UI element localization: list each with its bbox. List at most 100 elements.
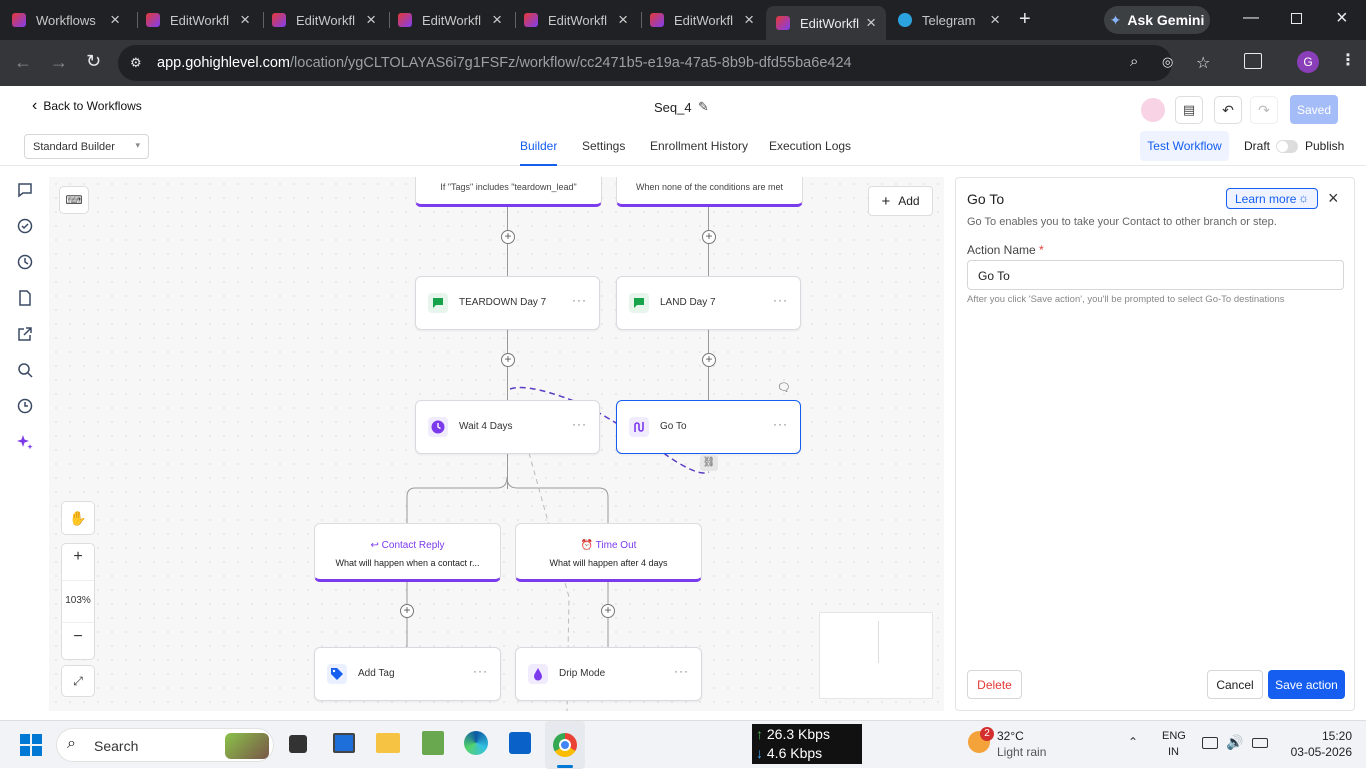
zoom-out-icon[interactable]: − <box>73 628 83 645</box>
task-view-icon[interactable] <box>289 735 307 753</box>
close-tab-icon[interactable]: × <box>240 10 250 29</box>
network-icon[interactable] <box>1202 737 1218 749</box>
external-link-icon[interactable] <box>17 326 33 342</box>
comment-icon[interactable] <box>17 182 33 198</box>
tab-enrollment-history[interactable]: Enrollment History <box>650 139 749 153</box>
add-step-button[interactable]: + <box>601 604 615 618</box>
browser-tab[interactable]: EditWorkfl × <box>272 6 386 34</box>
close-window-icon[interactable]: × <box>1336 7 1348 29</box>
publish-toggle[interactable] <box>1276 140 1298 153</box>
tab-builder[interactable]: Builder <box>520 139 558 166</box>
new-tab-button[interactable]: + <box>1019 8 1031 30</box>
action-name-input[interactable]: Go To <box>967 260 1344 290</box>
close-tab-icon[interactable]: × <box>110 10 120 29</box>
tab-execution-logs[interactable]: Execution Logs <box>769 139 852 153</box>
add-step-button[interactable]: + <box>400 604 414 618</box>
node-goto[interactable]: Go To ··· <box>616 400 801 454</box>
comment-icon[interactable]: 🗨 <box>777 382 791 394</box>
add-step-button[interactable]: + <box>501 353 515 367</box>
zoom-icon[interactable]: ⌕ <box>1130 53 1139 70</box>
notes-app-icon[interactable] <box>422 731 444 755</box>
address-bar[interactable]: ⚙ app.gohighlevel.com/location/ygCLTOLAY… <box>118 45 1210 81</box>
profile-avatar[interactable]: G <box>1297 51 1319 73</box>
history-icon[interactable] <box>17 254 33 270</box>
cancel-button[interactable]: Cancel <box>1207 670 1263 699</box>
browser-tab[interactable]: Telegram × <box>898 6 1010 34</box>
changelog-icon[interactable]: ▤ <box>1175 96 1203 124</box>
node-menu-icon[interactable]: ··· <box>773 417 788 431</box>
node-menu-icon[interactable]: ··· <box>674 664 689 678</box>
delete-button[interactable]: Delete <box>967 670 1022 699</box>
battery-icon[interactable] <box>1252 738 1268 748</box>
pan-hand-icon[interactable]: ✋ <box>61 501 95 535</box>
clock-date[interactable]: 03-05-2026 <box>1290 745 1352 759</box>
node-menu-icon[interactable]: ··· <box>473 664 488 678</box>
ai-sparkle-icon[interactable] <box>17 434 33 450</box>
back-arrow-icon[interactable]: ← <box>14 52 32 72</box>
edge-icon[interactable] <box>464 731 488 755</box>
eye-off-icon[interactable]: ◎ <box>1162 54 1174 69</box>
language-code[interactable]: ENG <box>1162 730 1186 742</box>
check-circle-icon[interactable] <box>17 218 33 234</box>
test-workflow-button[interactable]: Test Workflow <box>1140 131 1229 161</box>
avatar[interactable] <box>1141 98 1165 122</box>
node-wait[interactable]: Wait 4 Days ··· <box>415 400 600 454</box>
ask-gemini-button[interactable]: ✦ Ask Gemini <box>1104 6 1210 34</box>
link-break-icon[interactable]: ⛓ <box>700 455 718 471</box>
browser-tab[interactable]: Workflows × <box>12 6 130 34</box>
node-menu-icon[interactable]: ··· <box>572 293 587 307</box>
close-tab-icon[interactable]: × <box>366 10 376 29</box>
document-icon[interactable] <box>17 290 33 306</box>
undo-icon[interactable]: ↶ <box>1214 96 1242 124</box>
condition-card[interactable]: If "Tags" includes "teardown_lead" <box>415 177 602 207</box>
close-icon[interactable]: × <box>1328 188 1339 208</box>
keyboard-icon[interactable]: ⌨ <box>59 186 89 214</box>
zoom-in-icon[interactable]: + <box>73 548 83 565</box>
side-panel-icon[interactable] <box>1244 53 1262 69</box>
add-step-button[interactable]: + <box>702 230 716 244</box>
node-menu-icon[interactable]: ··· <box>572 417 587 431</box>
browser-tab[interactable]: EditWorkfl × <box>146 6 260 34</box>
back-to-workflows-link[interactable]: ‹ Back to Workflows <box>32 97 142 114</box>
close-tab-icon[interactable]: × <box>866 13 876 32</box>
browser-tab[interactable]: EditWorkfl × <box>650 6 764 34</box>
windows-start-icon[interactable] <box>20 734 42 756</box>
browser-tab[interactable]: EditWorkfl × <box>398 6 512 34</box>
file-explorer-icon[interactable] <box>376 733 400 753</box>
redo-icon[interactable]: ↷ <box>1250 96 1278 124</box>
clock-icon[interactable] <box>17 398 33 414</box>
close-tab-icon[interactable]: × <box>618 10 628 29</box>
site-settings-icon[interactable]: ⚙ <box>130 55 142 70</box>
node-drip-mode[interactable]: Drip Mode ··· <box>515 647 702 701</box>
add-step-button[interactable]: + <box>501 230 515 244</box>
workflow-title[interactable]: Seq_4 <box>654 100 692 115</box>
edit-pencil-icon[interactable]: ✎ <box>698 99 709 114</box>
forward-arrow-icon[interactable]: → <box>50 52 68 72</box>
node-menu-icon[interactable]: ··· <box>773 293 788 307</box>
learn-more-button[interactable]: Learn more ☼ <box>1226 188 1318 209</box>
minimap[interactable] <box>819 612 933 699</box>
chevron-up-icon[interactable]: ⌃ <box>1128 735 1139 749</box>
menu-kebab-icon[interactable]: ⋮ <box>1340 52 1356 69</box>
fit-screen-icon[interactable]: ⤢ <box>61 665 95 697</box>
add-step-button[interactable]: + <box>702 353 716 367</box>
reload-icon[interactable]: ↻ <box>86 51 102 71</box>
bookmark-star-icon[interactable]: ☆ <box>1196 55 1211 72</box>
close-tab-icon[interactable]: × <box>990 10 1000 29</box>
builder-select[interactable]: Standard Builder ▾ <box>24 134 149 159</box>
tab-settings[interactable]: Settings <box>582 139 626 153</box>
minimize-icon[interactable]: — <box>1243 9 1259 26</box>
search-icon[interactable] <box>17 362 33 378</box>
chrome-taskbar-button[interactable] <box>545 721 585 769</box>
language-region[interactable]: IN <box>1168 746 1179 758</box>
clock-time[interactable]: 15:20 <box>1321 729 1352 743</box>
close-tab-icon[interactable]: × <box>744 10 754 29</box>
condition-card[interactable]: When none of the conditions are met <box>616 177 803 207</box>
browser-tab[interactable]: EditWorkfl × <box>524 6 638 34</box>
branch-time-out[interactable]: ⏰ Time Out What will happen after 4 days <box>515 523 702 582</box>
volume-icon[interactable]: 🔊 <box>1226 734 1244 750</box>
add-button[interactable]: + Add <box>868 186 933 216</box>
node-teardown-day7[interactable]: TEARDOWN Day 7 ··· <box>415 276 600 330</box>
workflow-canvas[interactable]: ⌨ + Add If "Tags" includes "teardown_lea… <box>49 177 944 711</box>
save-action-button[interactable]: Save action <box>1268 670 1345 699</box>
